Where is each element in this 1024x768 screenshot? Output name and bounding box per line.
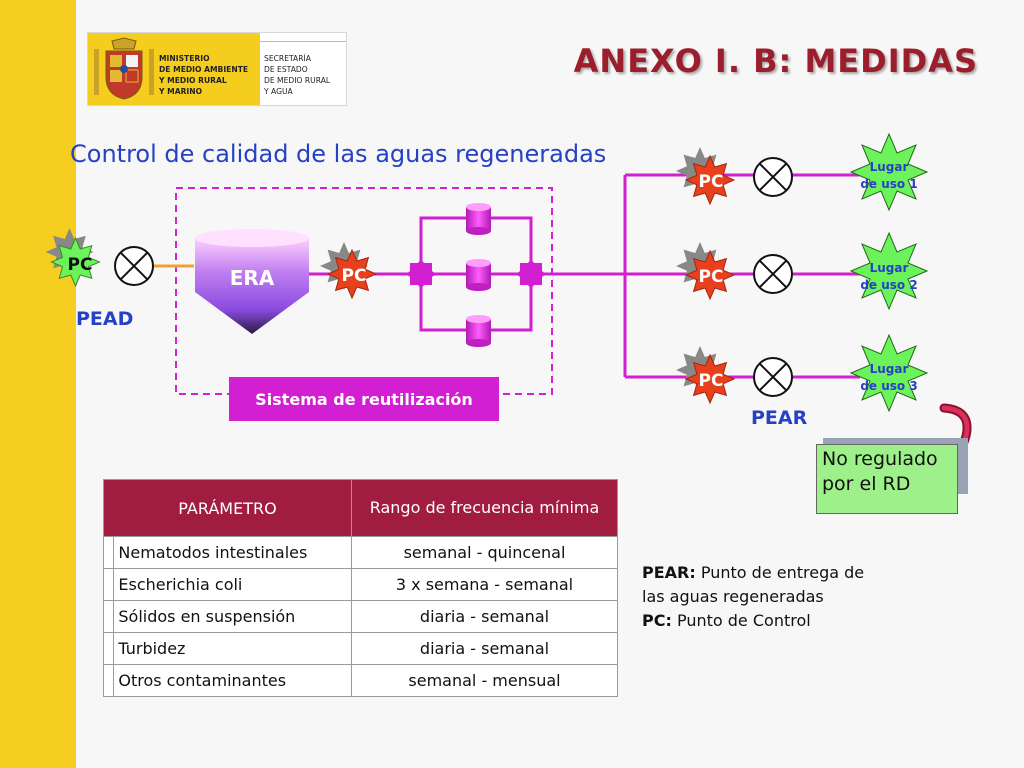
logo-divider <box>260 41 346 42</box>
row-marker-cell <box>102 600 115 633</box>
logo-ministry-text: MINISTERIO DE MEDIO AMBIENTE Y MEDIO RUR… <box>159 54 249 96</box>
freq-cell: 3 x semana - semanal <box>351 568 618 601</box>
table-row: Otros contaminantes semanal - mensual <box>102 664 618 697</box>
frequency-table: PARÁMETRO Rango de frecuencia mínima Nem… <box>102 479 618 697</box>
sistema-reutilizacion-label: Sistema de reutilización <box>229 377 499 421</box>
valve-icon <box>753 157 793 197</box>
lugar-line1: Lugar <box>870 160 909 174</box>
control-point-use3: PC <box>676 346 736 405</box>
lugar-line2: de uso 2 <box>860 278 917 292</box>
lugar-line2: de uso 3 <box>860 379 917 393</box>
storage-tank <box>466 259 491 291</box>
legend-pear-desc: Punto de entrega de las aguas regenerada… <box>642 563 865 606</box>
header-parametro: PARÁMETRO <box>103 479 352 537</box>
row-marker-cell <box>102 664 115 697</box>
left-accent-bar <box>0 0 76 768</box>
param-cell: Otros contaminantes <box>113 664 352 697</box>
control-point-pead: PC <box>45 228 101 288</box>
table-row: Turbidez diaria - semanal <box>102 632 618 665</box>
pc-label: PC <box>342 266 367 286</box>
lugar-line2: de uso 1 <box>860 177 917 191</box>
pear-label: PEAR <box>751 407 808 429</box>
header-frecuencia: Rango de frecuencia mínima <box>351 479 618 537</box>
no-regulado-box: No regulado por el RD <box>816 444 958 514</box>
row-marker-cell <box>102 568 115 601</box>
pc-label: PC <box>699 267 724 287</box>
storage-tank <box>466 203 491 235</box>
pc-label: PC <box>699 172 724 192</box>
era-label: ERA <box>230 266 275 290</box>
control-point-use1: PC <box>676 147 736 206</box>
row-marker-cell <box>102 632 115 665</box>
coat-of-arms-icon <box>94 37 154 100</box>
valve-icon <box>114 246 154 286</box>
ministry-logo: MINISTERIO DE MEDIO AMBIENTE Y MEDIO RUR… <box>87 32 347 106</box>
param-cell: Nematodos intestinales <box>113 536 352 569</box>
lugar-line1: Lugar <box>870 362 909 376</box>
param-cell: Escherichia coli <box>113 568 352 601</box>
legend-pc-term: PC: <box>642 611 672 630</box>
lugar-de-uso-1: Lugar de uso 1 <box>849 132 929 212</box>
param-cell: Sólidos en suspensión <box>113 600 352 633</box>
logo-secretaria-text: SECRETARÍA DE ESTADO DE MEDIO RURAL Y AG… <box>264 54 331 96</box>
lugar-line1: Lugar <box>870 261 909 275</box>
freq-cell: semanal - mensual <box>351 664 618 697</box>
storage-tank <box>466 315 491 347</box>
table-row: Nematodos intestinales semanal - quincen… <box>102 536 618 569</box>
control-point-era: PC <box>320 242 378 300</box>
pc-label: PC <box>699 371 724 391</box>
logo-yellow-panel: MINISTERIO DE MEDIO AMBIENTE Y MEDIO RUR… <box>88 33 260 105</box>
lugar-de-uso-3: Lugar de uso 3 <box>849 333 929 413</box>
pead-label: PEAD <box>76 308 134 330</box>
legend: PEAR: Punto de entrega de las aguas rege… <box>642 561 872 633</box>
pc-label: PC <box>68 255 93 275</box>
freq-cell: semanal - quincenal <box>351 536 618 569</box>
slide-title: ANEXO I. B: MEDIDAS <box>573 42 978 80</box>
legend-pc-desc: Punto de Control <box>676 611 811 630</box>
row-marker-cell <box>102 536 115 569</box>
legend-pc: PC: Punto de Control <box>642 609 872 633</box>
junction-connector <box>516 259 546 289</box>
lugar-de-uso-2: Lugar de uso 2 <box>849 231 929 311</box>
table-row: Sólidos en suspensión diaria - semanal <box>102 600 618 633</box>
freq-cell: diaria - semanal <box>351 600 618 633</box>
valve-icon <box>753 357 793 397</box>
legend-pear-term: PEAR: <box>642 563 696 582</box>
junction-connector <box>406 259 436 289</box>
subtitle: Control de calidad de las aguas regenera… <box>70 140 607 168</box>
era-tank <box>195 229 309 334</box>
table-header-row: PARÁMETRO Rango de frecuencia mínima <box>103 479 618 537</box>
param-cell: Turbidez <box>113 632 352 665</box>
legend-pear: PEAR: Punto de entrega de las aguas rege… <box>642 561 872 609</box>
table-row: Escherichia coli 3 x semana - semanal <box>102 568 618 601</box>
valve-icon <box>753 254 793 294</box>
control-point-use2: PC <box>676 242 736 301</box>
freq-cell: diaria - semanal <box>351 632 618 665</box>
